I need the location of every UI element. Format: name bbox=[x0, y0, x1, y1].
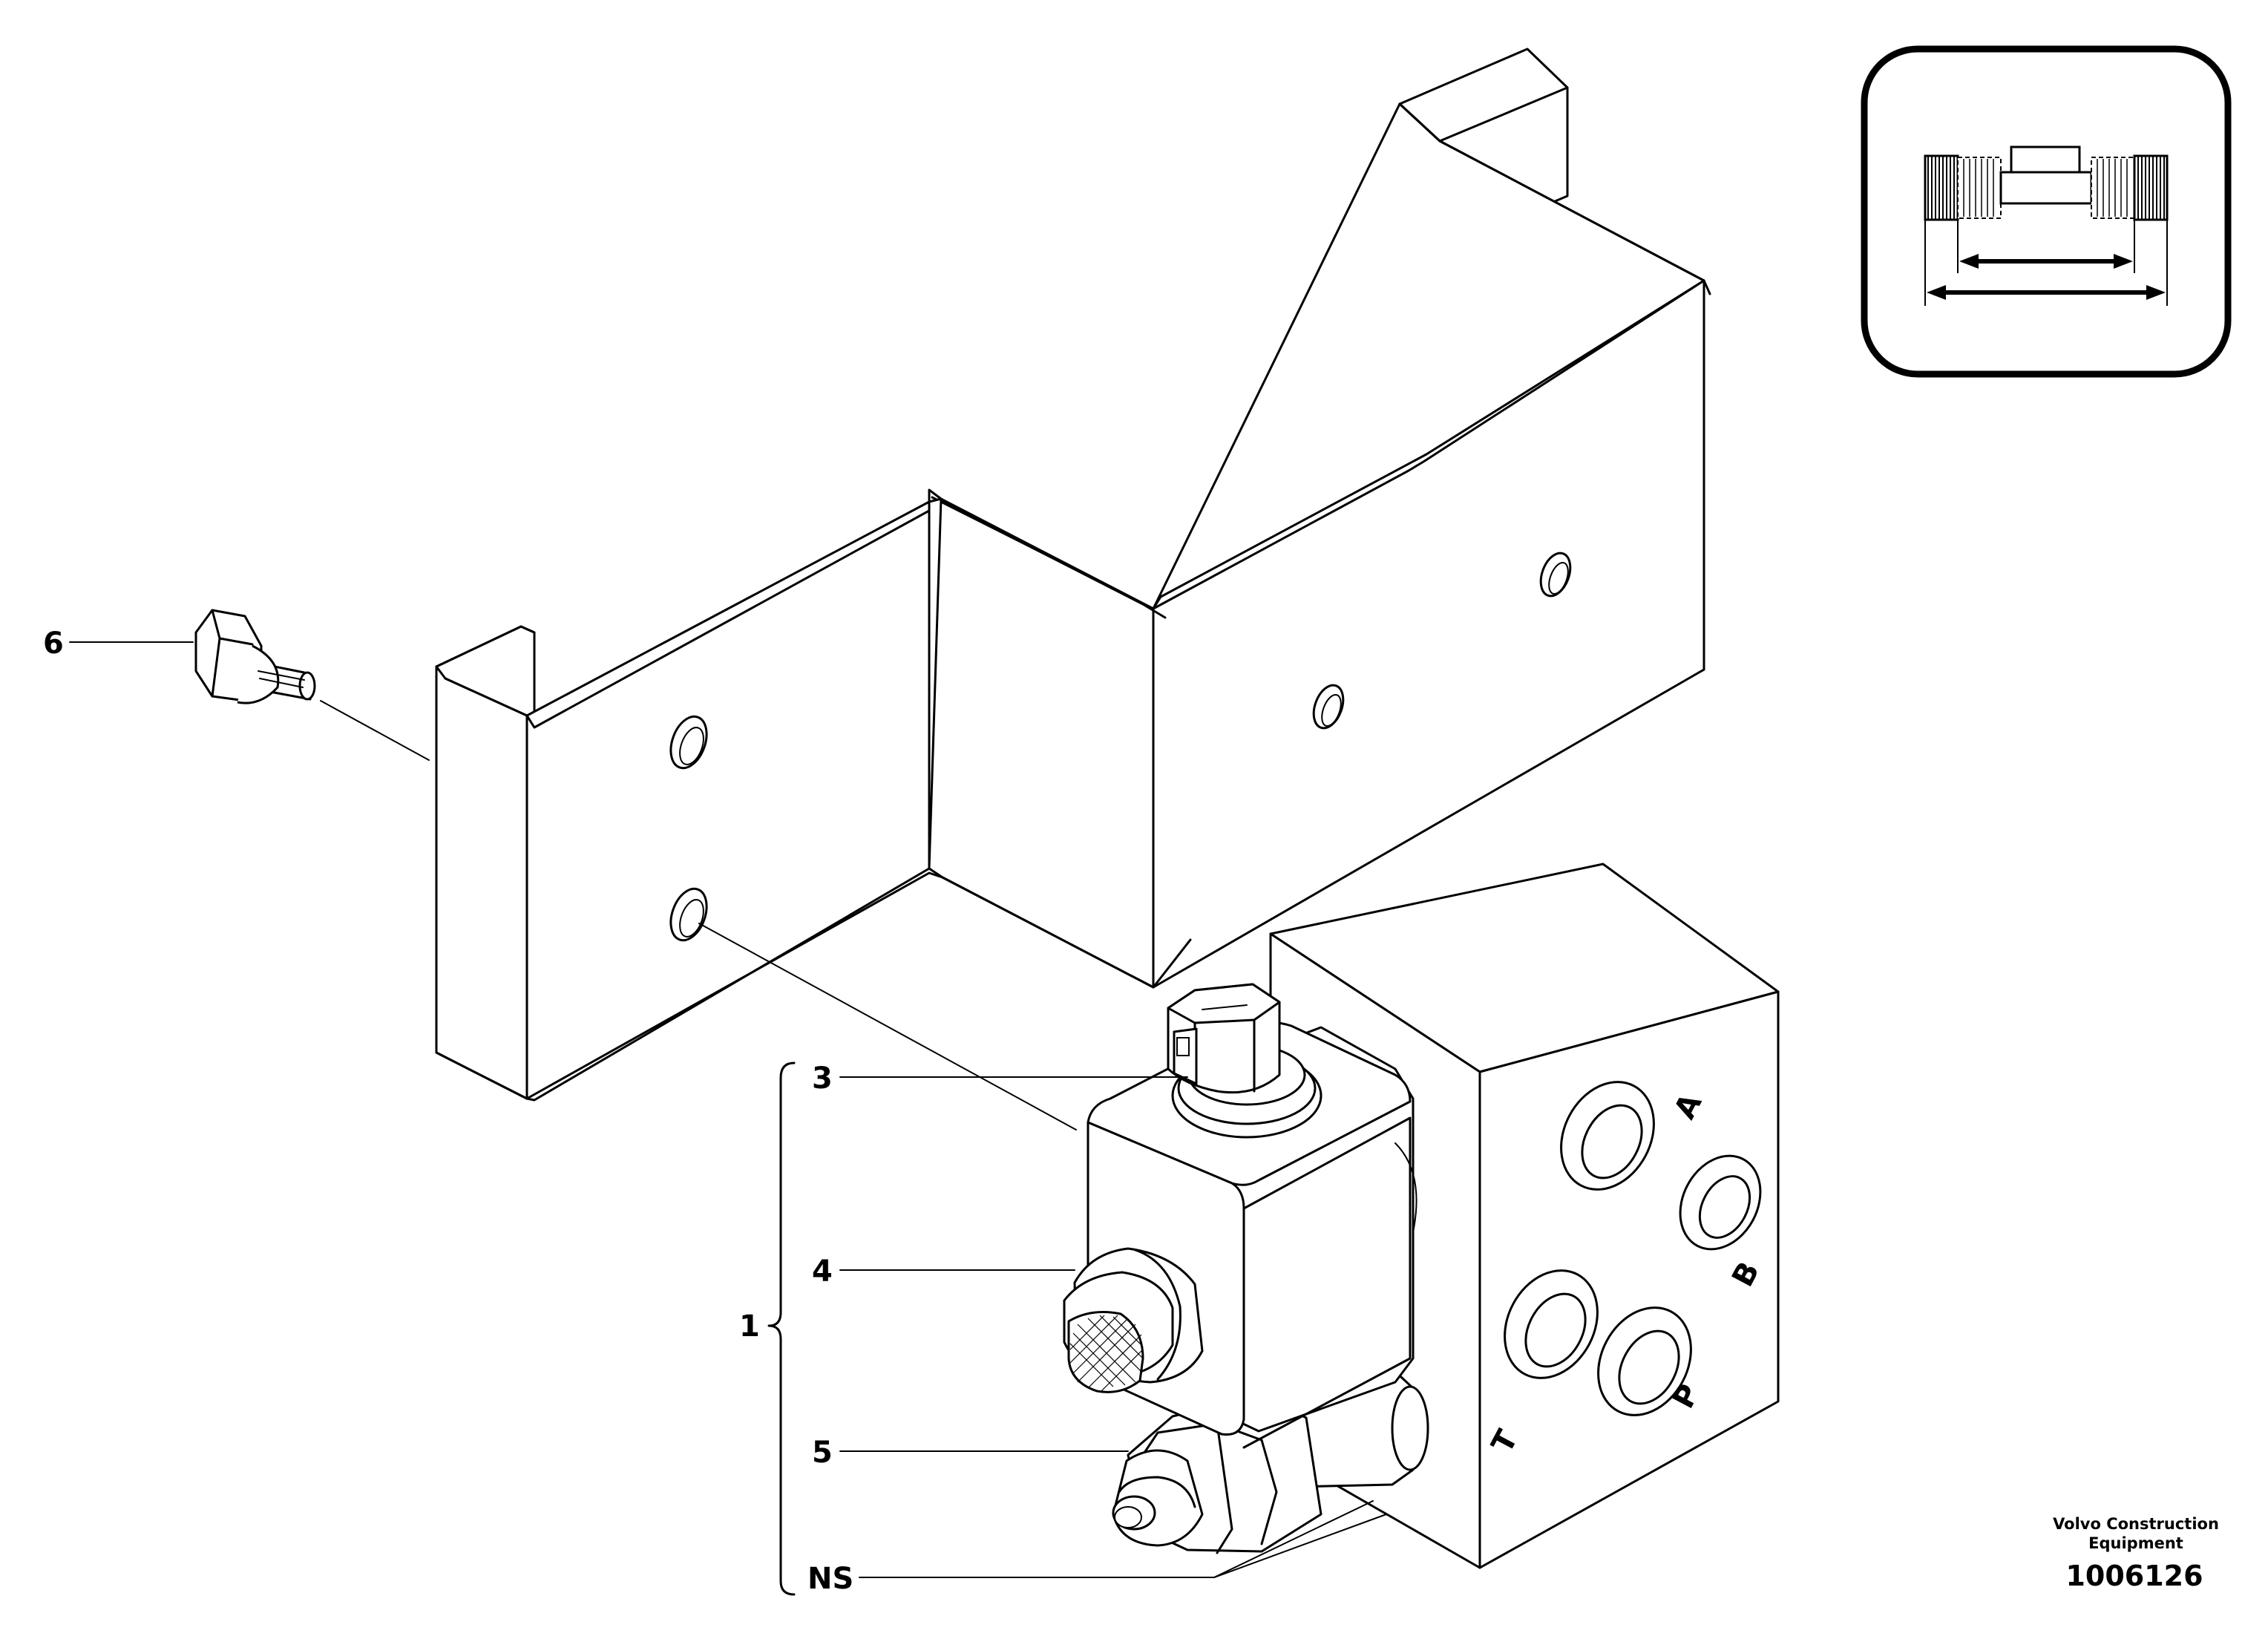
leader-lines bbox=[69, 641, 1387, 1578]
callout-4: 4 bbox=[812, 1254, 833, 1289]
callout-5: 5 bbox=[812, 1436, 833, 1470]
bracket-icon bbox=[435, 48, 1711, 1102]
callout-3: 3 bbox=[812, 1061, 833, 1096]
bolt-icon bbox=[194, 609, 316, 704]
hose-length-icon bbox=[1861, 45, 2232, 378]
cap-nut-icon bbox=[1063, 1247, 1204, 1393]
brand-line-2: Equipment bbox=[2088, 1534, 2183, 1552]
document-number: 1006126 bbox=[2065, 1560, 2203, 1592]
assembly-brace bbox=[767, 1061, 796, 1596]
callout-1: 1 bbox=[739, 1309, 760, 1344]
connector-icon bbox=[1167, 983, 1281, 1094]
brand-line-1: Volvo Construction bbox=[2053, 1515, 2219, 1533]
callout-ns: NS bbox=[807, 1562, 853, 1596]
callout-6: 6 bbox=[43, 627, 64, 661]
